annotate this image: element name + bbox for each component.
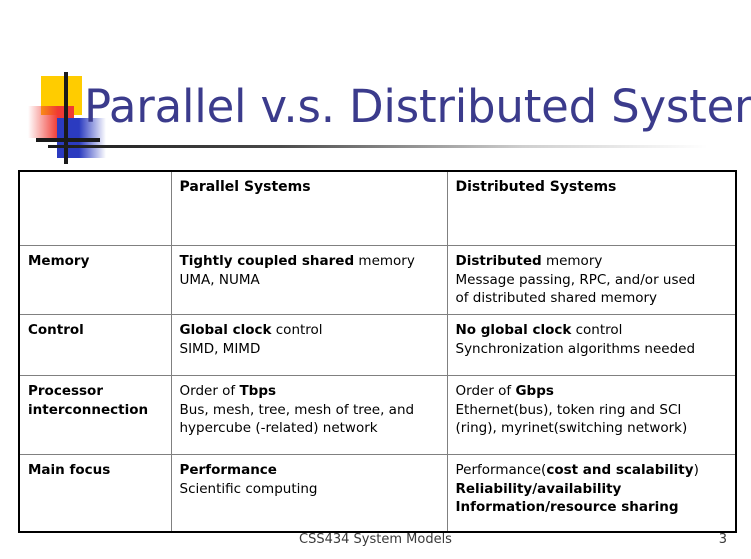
logo-horizontal-bar [36, 138, 100, 142]
cell-text: Scientific computing [179, 480, 318, 497]
cell-text-bold: Distributed [455, 253, 542, 269]
comparison-table: Parallel Systems Distributed Systems Mem… [18, 170, 737, 533]
row-label-main-focus: Main focus [19, 454, 172, 532]
title-underline-rule [48, 145, 708, 148]
table-row: Control Global clock control SIMD, MIMD … [19, 314, 736, 376]
row-label-processor-interconnection: Processor interconnection [19, 375, 172, 455]
cell-text: memory [541, 253, 603, 269]
logo-vertical-bar [64, 72, 68, 164]
cell-text: Performance( [455, 462, 547, 478]
cell-text: Bus, mesh, tree, mesh of tree, and [179, 401, 415, 418]
cell-text: Message passing, RPC, and/or used [455, 271, 696, 288]
cell-processor-distributed: Order of Gbps Ethernet(bus), token ring … [447, 375, 736, 455]
cell-text: control [271, 322, 323, 338]
table-header-row: Parallel Systems Distributed Systems [19, 171, 736, 246]
cell-text-bold: No global clock [455, 322, 572, 338]
cell-memory-parallel: Tightly coupled shared memory UMA, NUMA [171, 245, 448, 315]
cell-text: Synchronization algorithms needed [455, 340, 696, 357]
cell-text-bold: Tightly coupled shared [179, 253, 355, 269]
cell-processor-parallel: Order of Tbps Bus, mesh, tree, mesh of t… [171, 375, 448, 455]
cell-focus-distributed: Performance(cost and scalability) Reliab… [447, 455, 736, 533]
row-label-memory: Memory [19, 245, 172, 315]
cell-text: control [571, 322, 623, 338]
cell-text: UMA, NUMA [179, 271, 260, 288]
cell-text-bold: Global clock [179, 322, 272, 338]
cell-control-parallel: Global clock control SIMD, MIMD [171, 314, 448, 376]
cell-text-bold: cost and scalability [546, 462, 694, 478]
cell-text-bold: Reliability/availability [455, 480, 622, 497]
cell-text-bold: Tbps [239, 383, 277, 399]
footer-page-number: 3 [718, 532, 727, 547]
header-cell-parallel: Parallel Systems [171, 171, 448, 246]
header-cell-blank [19, 171, 172, 246]
cell-text: (ring), myrinet(switching network) [455, 420, 688, 436]
cell-text-bold: Performance [179, 462, 277, 478]
cell-text-bold: Gbps [515, 383, 554, 399]
cell-memory-distributed: Distributed memory Message passing, RPC,… [447, 245, 736, 315]
cell-control-distributed: No global clock control Synchronization … [447, 314, 736, 376]
footer-course-title: CSS434 System Models [299, 532, 452, 547]
cell-text: Order of [455, 383, 516, 399]
cell-focus-parallel: Performance Scientific computing [171, 454, 448, 532]
cell-text: hypercube (-related) network [179, 420, 378, 436]
row-label-control: Control [19, 314, 172, 376]
table-row: Processor interconnection Order of Tbps … [19, 375, 736, 455]
table-row: Main focus Performance Scientific comput… [19, 454, 736, 533]
cell-text: SIMD, MIMD [179, 340, 261, 357]
cell-text: of distributed shared memory [455, 290, 658, 306]
cell-text: Order of [179, 383, 240, 399]
slide-title: Parallel v.s. Distributed Systems [84, 80, 751, 133]
slide-decoration-logo [28, 72, 106, 164]
header-cell-distributed: Distributed Systems [447, 171, 736, 246]
cell-text: memory [354, 253, 415, 269]
cell-text: Ethernet(bus), token ring and SCI [455, 401, 682, 418]
cell-text: ) [693, 462, 699, 478]
table-row: Memory Tightly coupled shared memory UMA… [19, 245, 736, 315]
cell-text-bold: Information/resource sharing [455, 499, 679, 515]
